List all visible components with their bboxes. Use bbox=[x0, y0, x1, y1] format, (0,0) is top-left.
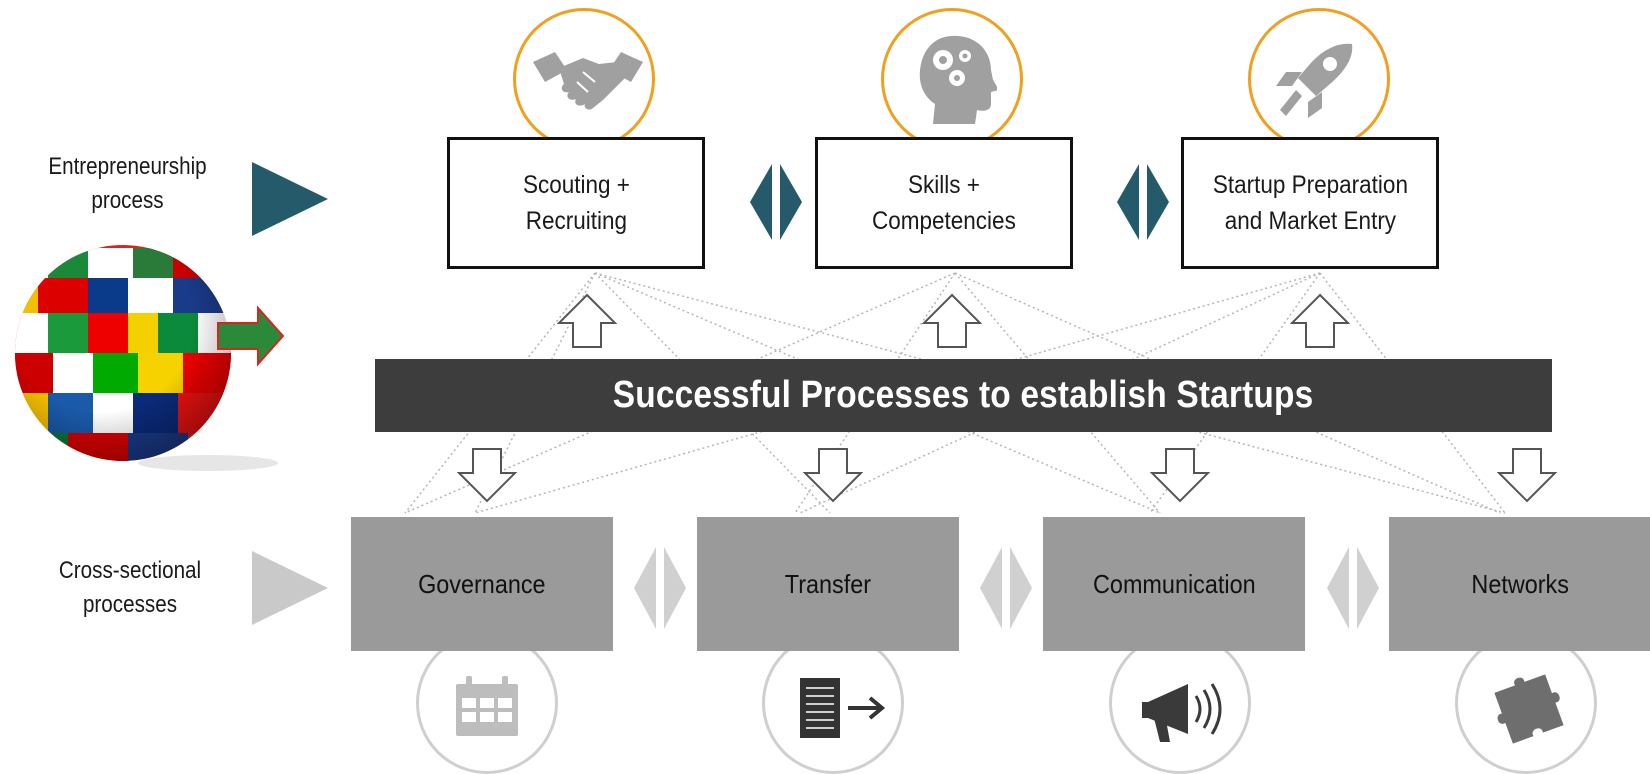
step-scouting-line1: Scouting + bbox=[522, 171, 630, 199]
process-communication-label: Communication bbox=[1092, 568, 1256, 599]
bidirectional-arrow-icon bbox=[1117, 164, 1169, 240]
cross-sectional-label-line2: processes bbox=[82, 591, 178, 618]
success-banner: Successful Processes to establish Startu… bbox=[375, 359, 1552, 432]
process-governance: Governance bbox=[351, 517, 613, 651]
networks-icon-circle bbox=[1455, 632, 1597, 774]
down-arrow-icon bbox=[1150, 448, 1210, 503]
puzzle-piece-icon bbox=[1494, 674, 1564, 744]
step-startup-line1: Startup Preparation bbox=[1212, 171, 1408, 199]
bidirectional-arrow-icon bbox=[980, 547, 1032, 629]
entrepreneurship-label: Entrepreneurship process bbox=[35, 150, 220, 218]
up-arrow-icon bbox=[1290, 293, 1350, 348]
entrepreneurship-label-line2: process bbox=[91, 187, 164, 214]
cross-sectional-label: Cross-sectional processes bbox=[40, 554, 221, 622]
step-startup-line2: and Market Entry bbox=[1224, 207, 1396, 235]
process-governance-label: Governance bbox=[418, 568, 546, 599]
process-transfer-label: Transfer bbox=[784, 568, 872, 599]
step-scouting-recruiting: Scouting + Recruiting bbox=[447, 137, 705, 269]
entrepreneurship-arrow-icon bbox=[252, 162, 328, 236]
banner-text: Successful Processes to establish Startu… bbox=[613, 374, 1314, 416]
step-skills-competencies: Skills + Competencies bbox=[815, 137, 1073, 269]
process-networks: Networks bbox=[1389, 517, 1650, 651]
process-communication: Communication bbox=[1043, 517, 1305, 651]
cross-sectional-label-line1: Cross-sectional bbox=[58, 557, 202, 584]
handshake-icon bbox=[533, 52, 643, 110]
megaphone-icon bbox=[1142, 683, 1222, 742]
bidirectional-arrow-icon bbox=[1327, 547, 1379, 629]
up-arrow-icon bbox=[557, 293, 617, 348]
bidirectional-arrow-icon bbox=[750, 164, 802, 240]
flag-globe-image bbox=[15, 245, 285, 471]
entrepreneurship-label-line1: Entrepreneurship bbox=[48, 153, 207, 180]
calendar-icon bbox=[456, 676, 518, 736]
document-arrow-icon bbox=[800, 678, 886, 738]
step-skills-line1: Skills + bbox=[908, 171, 980, 199]
up-arrow-icon bbox=[922, 293, 982, 348]
cross-sectional-arrow-icon bbox=[252, 551, 328, 625]
step-skills-line2: Competencies bbox=[872, 207, 1016, 235]
down-arrow-icon bbox=[457, 448, 517, 503]
rocket-icon bbox=[1276, 43, 1353, 118]
process-networks-label: Networks bbox=[1471, 568, 1569, 599]
head-gears-icon bbox=[919, 35, 997, 124]
bidirectional-arrow-icon bbox=[634, 547, 686, 629]
down-arrow-icon bbox=[803, 448, 863, 503]
process-transfer: Transfer bbox=[697, 517, 959, 651]
down-arrow-icon bbox=[1497, 448, 1557, 503]
step-scouting-line2: Recruiting bbox=[525, 207, 627, 235]
step-startup-preparation: Startup Preparation and Market Entry bbox=[1181, 137, 1439, 269]
